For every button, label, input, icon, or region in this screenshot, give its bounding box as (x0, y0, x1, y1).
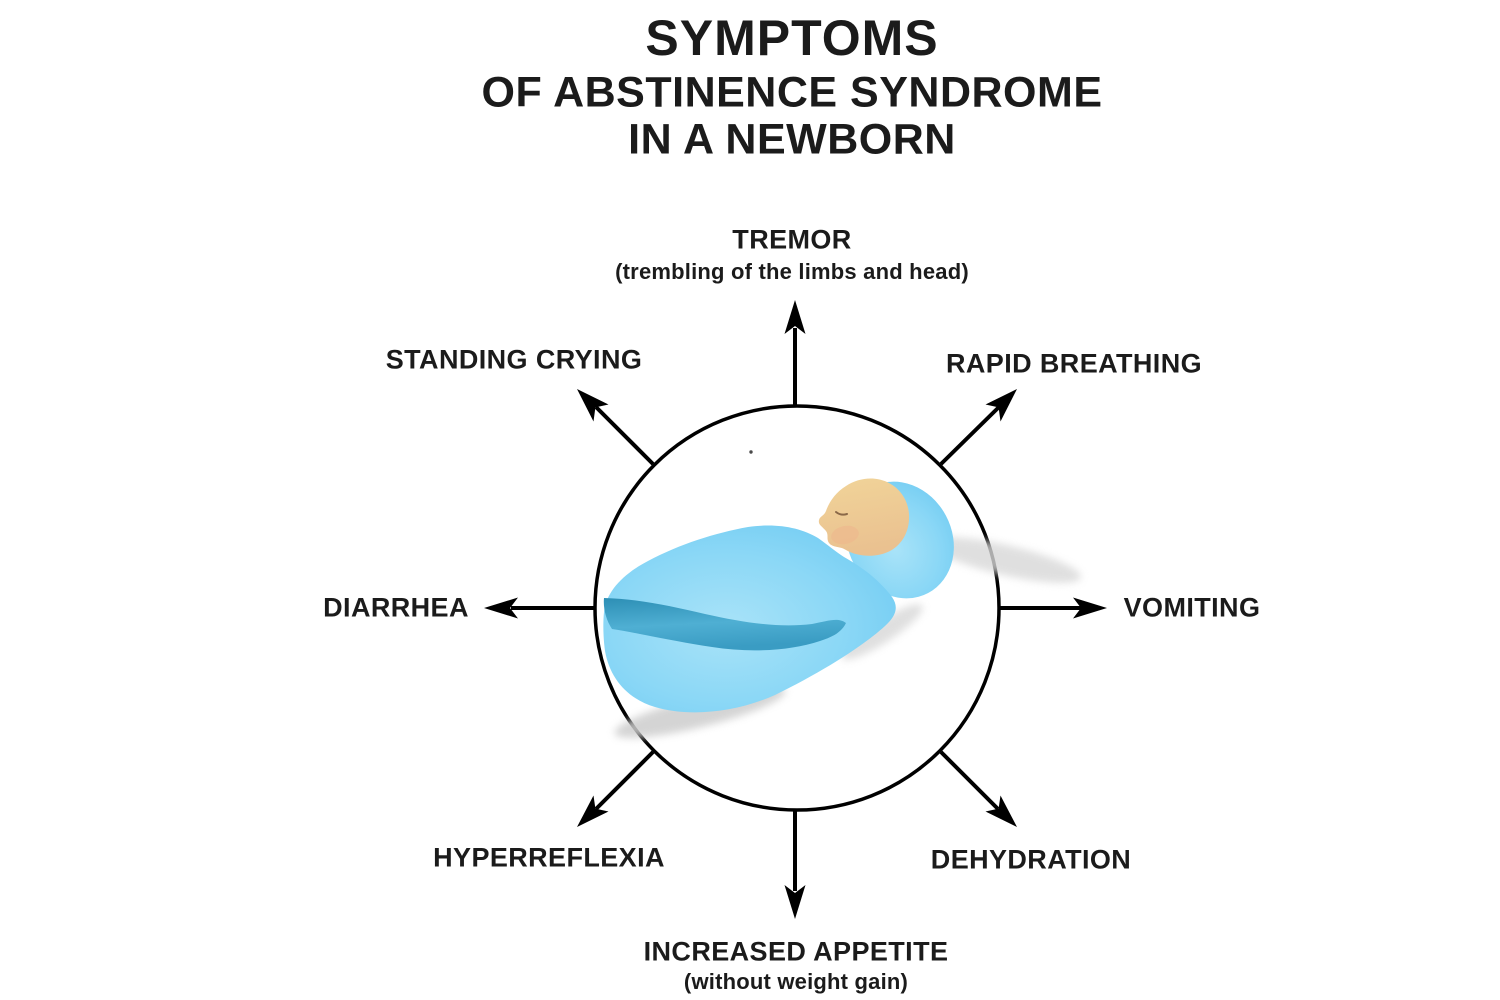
blanket-band (603, 598, 846, 651)
spoke-label-diarrhea: DIARRHEA (323, 592, 469, 623)
shadow-body (841, 604, 923, 660)
spoke-label-dehydration: DEHYDRATION (930, 844, 1132, 875)
arrow-up-left (577, 389, 655, 466)
closed-eye (835, 511, 848, 516)
spoke-sublabel-tremor: (trembling of the limbs and head) (615, 259, 969, 284)
spoke-label-rapid-breathing: RAPID BREATHING (945, 348, 1203, 379)
arrow-right (999, 597, 1107, 619)
arrow-up-right (939, 389, 1017, 466)
arrow-up (784, 300, 806, 405)
cheek-blush (831, 525, 859, 545)
arrow-left (484, 597, 594, 619)
blanket-body (603, 525, 896, 713)
arrow-group (484, 300, 1107, 919)
spoke-label-standing-crying: STANDING CRYING (385, 344, 643, 375)
baby-illustration (603, 478, 1082, 738)
spoke-label-increased-appetite: INCREASED APPETITE (643, 936, 949, 967)
title-line-2: OF ABSTINENCE SYNDROME (481, 68, 1103, 117)
spoke-label-hyperreflexia: HYPERREFLEXIA (433, 842, 665, 873)
shadow-head (928, 537, 1082, 583)
arrow-down (784, 811, 806, 919)
speck-dot (749, 450, 753, 454)
arrow-down-left (577, 750, 655, 827)
baby-head (818, 478, 910, 556)
title-line-1: SYMPTOMS (645, 10, 939, 66)
spoke-label-vomiting: VOMITING (1123, 592, 1261, 623)
spoke-sublabel-increased-appetite: (without weight gain) (683, 969, 909, 994)
spoke-label-tremor: TREMOR (732, 224, 852, 255)
arrow-down-right (939, 750, 1017, 827)
title-line-3: IN A NEWBORN (628, 115, 956, 164)
